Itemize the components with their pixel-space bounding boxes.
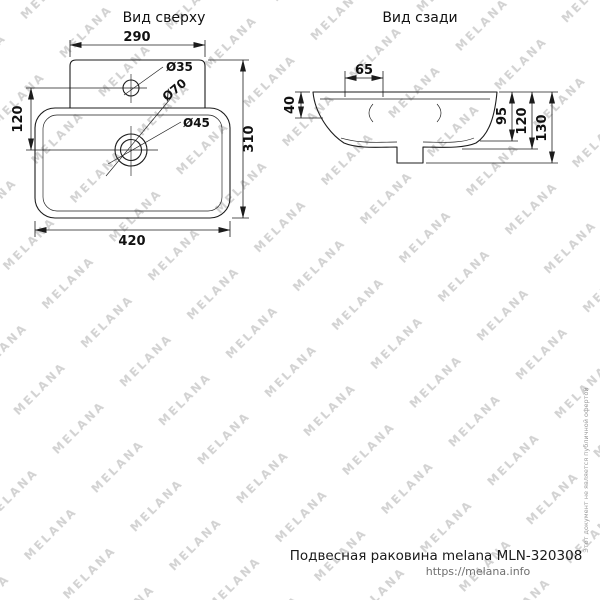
footer: Подвесная раковина melana MLN-320308 htt… xyxy=(290,548,583,578)
leader-faucet xyxy=(123,66,164,96)
label-faucet-diameter: Ø35 xyxy=(166,60,193,74)
rear-platform-outline xyxy=(69,59,206,109)
product-caption: Подвесная раковина melana MLN-320308 xyxy=(290,548,583,564)
dim-total-height-value: 130 xyxy=(535,114,550,141)
dim-rim-value: 40 xyxy=(283,96,298,114)
fixing-hole-right xyxy=(436,103,442,123)
dim-body-height: 120 xyxy=(462,91,538,150)
leader-drain-inner xyxy=(107,121,182,165)
rear-bottom-inner-line xyxy=(340,137,475,143)
dim-rim: 40 xyxy=(283,91,323,119)
dim-body-height-value: 120 xyxy=(515,107,530,134)
label-drain-inner-diameter: Ø45 xyxy=(183,116,210,130)
leader-drain-outer xyxy=(105,97,172,177)
legal-side-note: Этот документ не является публичной офер… xyxy=(582,387,590,552)
dim-back-width: 290 xyxy=(69,30,206,57)
fixing-hole-left xyxy=(368,103,374,123)
rear-silhouette xyxy=(312,91,498,164)
dim-total-width-value: 420 xyxy=(118,234,145,249)
dim-offset-value: 65 xyxy=(355,63,373,78)
dim-inner-height: 95 xyxy=(480,91,518,142)
dim-total-height: 130 xyxy=(426,91,558,164)
dim-offset: 65 xyxy=(344,63,384,97)
rear-view: Вид сзади 65 40 95 xyxy=(283,10,558,164)
dim-depth: 310 xyxy=(208,59,257,219)
dim-inner-height-value: 95 xyxy=(495,107,510,125)
dim-back-width-value: 290 xyxy=(123,30,150,45)
top-view-title: Вид сверху xyxy=(123,10,206,26)
sink-outline-inner xyxy=(42,114,223,212)
dim-depth-value: 310 xyxy=(242,125,257,152)
website-link[interactable]: https://melana.info xyxy=(426,565,531,578)
dim-hole-spacing-value: 120 xyxy=(11,105,26,132)
dim-total-width: 420 xyxy=(34,221,231,249)
rear-view-title: Вид сзади xyxy=(382,10,457,26)
dim-hole-spacing: 120 xyxy=(11,87,34,151)
sink-outline-outer xyxy=(34,107,231,219)
